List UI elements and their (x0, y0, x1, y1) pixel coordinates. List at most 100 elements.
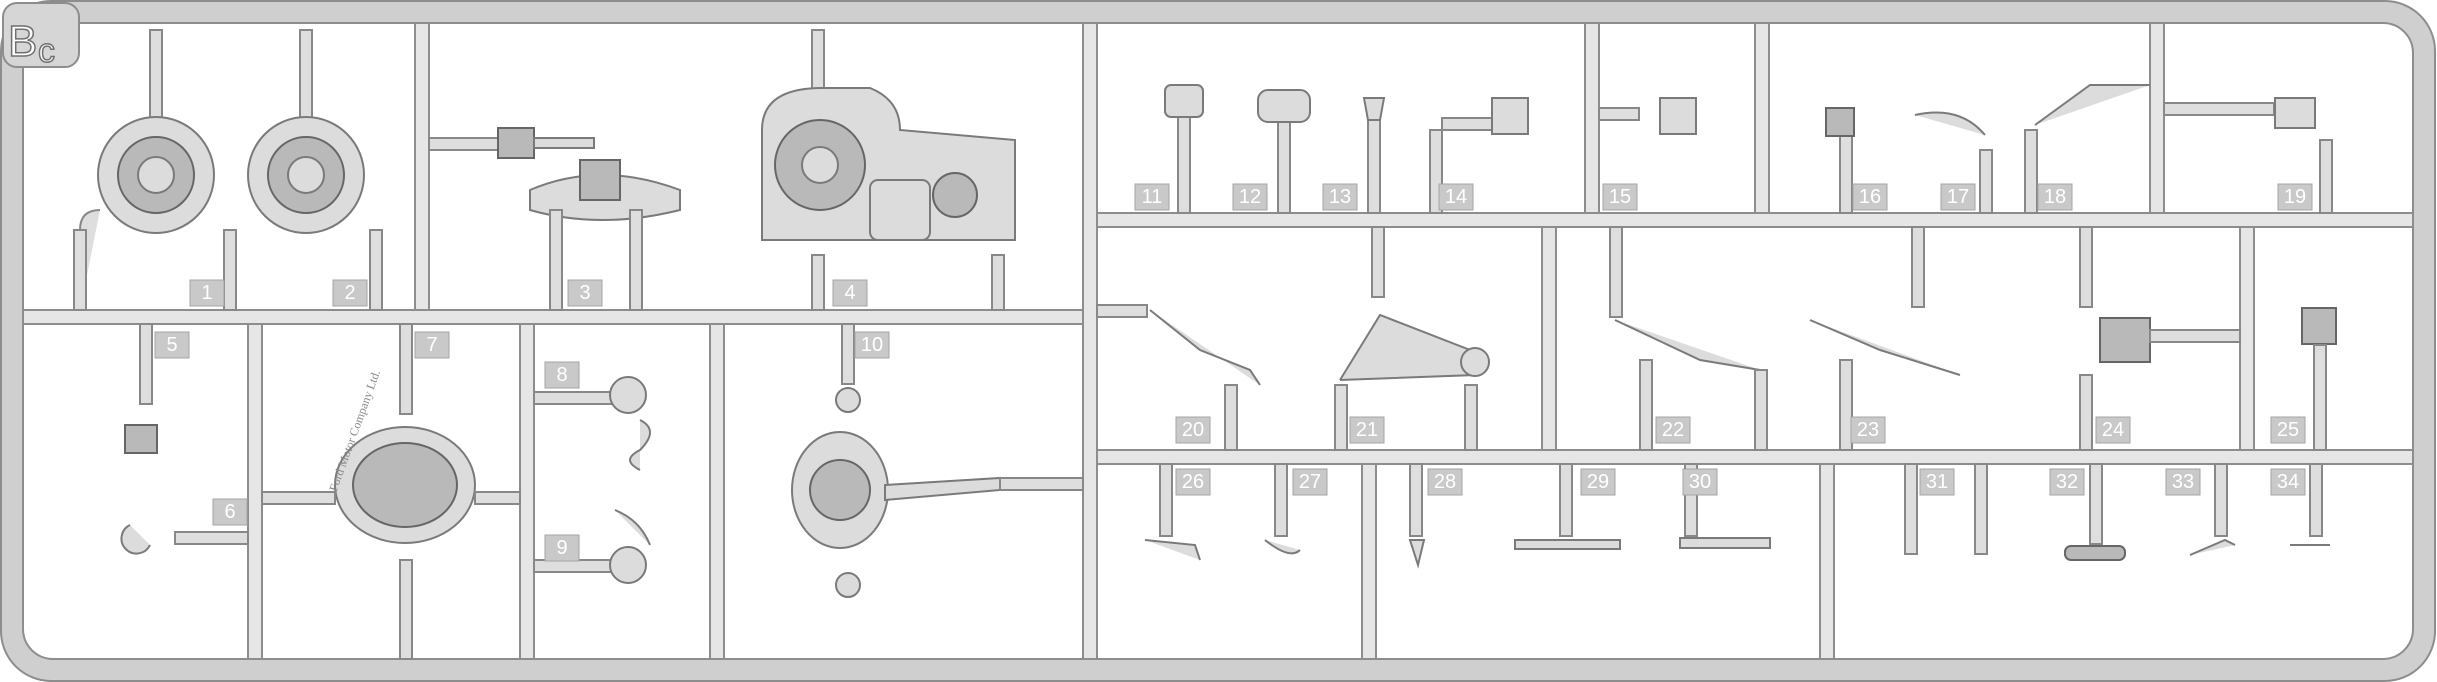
part-tag-box (332, 279, 368, 307)
part-tag-number: 14 (1445, 186, 1467, 208)
part-tag-box (1232, 183, 1268, 211)
part-tag-box (212, 498, 248, 526)
part-tag-box (189, 279, 225, 307)
part-tag-9: 9 (544, 534, 580, 562)
part-tag-box (1852, 183, 1888, 211)
part-tag-box (544, 534, 580, 562)
part-tag-number: 9 (556, 537, 567, 559)
part-tag-27: 27 (1292, 468, 1328, 496)
part-tag-19: 19 (2277, 183, 2313, 211)
part-tag-box (154, 331, 190, 359)
part-tag-number: 12 (1239, 186, 1261, 208)
part-tag-1: 1 (189, 279, 225, 307)
sprue-label: B c (2, 2, 80, 71)
part-tag-number: 21 (1356, 419, 1378, 441)
sprue-label-letter: B (8, 17, 37, 66)
part-tag-box (2037, 183, 2073, 211)
part-tag-3: 3 (567, 279, 603, 307)
part-8 (533, 376, 651, 471)
part-tag-box (1322, 183, 1358, 211)
part-6 (120, 524, 249, 555)
part-tag-number: 26 (1182, 471, 1204, 493)
part-tag-number: 1 (201, 282, 212, 304)
part-tag-number: 6 (224, 501, 235, 523)
part-tag-24: 24 (2095, 416, 2131, 444)
part-tag-33: 33 (2165, 468, 2201, 496)
parts-11-19-row (1164, 84, 2333, 214)
part-tag-18: 18 (2037, 183, 2073, 211)
part-tag-box (854, 331, 890, 359)
part-tag-box (2049, 468, 2085, 496)
part-tag-box (1580, 468, 1616, 496)
part-tag-box (2095, 416, 2131, 444)
part-tag-31: 31 (1919, 468, 1955, 496)
sprue-label-suffix: c (38, 32, 55, 70)
part-tag-box (2165, 468, 2201, 496)
part-tag-28: 28 (1427, 468, 1463, 496)
part-tag-number: 16 (1859, 186, 1881, 208)
part-tag-box (544, 361, 580, 389)
part-tag-number: 25 (2277, 419, 2299, 441)
part-tag-12: 12 (1232, 183, 1268, 211)
part-tag-number: 32 (2056, 471, 2078, 493)
part-tag-box (1175, 468, 1211, 496)
part-tag-number: 27 (1299, 471, 1321, 493)
part-tag-box (1850, 416, 1886, 444)
part-tag-17: 17 (1940, 183, 1976, 211)
part-tag-6: 6 (212, 498, 248, 526)
part-tag-34: 34 (2270, 468, 2306, 496)
part-tag-7: 7 (414, 331, 450, 359)
part-4-gearbox-housing (761, 29, 1016, 311)
part-tag-number: 15 (1609, 186, 1631, 208)
part-tag-8: 8 (544, 361, 580, 389)
part-tag-box (1919, 468, 1955, 496)
part-tag-box (1602, 183, 1638, 211)
part-tag-21: 21 (1349, 416, 1385, 444)
part-tag-number: 2 (344, 282, 355, 304)
part-tag-number: 18 (2044, 186, 2066, 208)
part-5 (124, 323, 158, 454)
part-tag-box (1349, 416, 1385, 444)
part-tag-number: 11 (1142, 186, 1163, 208)
part-tag-number: 30 (1689, 471, 1711, 493)
part-tag-box (1175, 416, 1211, 444)
part-7-nameplate (261, 323, 521, 660)
part-tag-32: 32 (2049, 468, 2085, 496)
part-tag-number: 13 (1329, 186, 1351, 208)
part-tag-number: 5 (166, 334, 177, 356)
runners (22, 22, 2414, 660)
part-tag-13: 13 (1322, 183, 1358, 211)
part-tag-number: 7 (426, 334, 437, 356)
part-tag-14: 14 (1438, 183, 1474, 211)
part-tag-box (832, 279, 868, 307)
part-tag-30: 30 (1682, 468, 1718, 496)
part-tag-number: 3 (579, 282, 590, 304)
part-tag-box (414, 331, 450, 359)
part-tag-number: 22 (1662, 419, 1684, 441)
part-3-carburettor (428, 127, 681, 311)
part-tag-number: 34 (2277, 471, 2299, 493)
part-tag-number: 8 (556, 364, 567, 386)
part-tag-box (2270, 416, 2306, 444)
part-tag-number: 19 (2284, 186, 2306, 208)
part-tag-10: 10 (854, 331, 890, 359)
part-tag-15: 15 (1602, 183, 1638, 211)
part-tag-number: 31 (1926, 471, 1948, 493)
part-tag-number: 28 (1434, 471, 1456, 493)
part-tag-5: 5 (154, 331, 190, 359)
part-tag-23: 23 (1850, 416, 1886, 444)
part-tag-number: 20 (1182, 419, 1204, 441)
part-tag-box (1438, 183, 1474, 211)
part-tag-number: 10 (861, 334, 883, 356)
part-tag-box (1682, 468, 1718, 496)
part-tag-4: 4 (832, 279, 868, 307)
part-tag-box (567, 279, 603, 307)
part-1-wheel-hub (73, 29, 237, 311)
parts-20-25-row (1096, 226, 2337, 451)
part-tag-number: 23 (1857, 419, 1879, 441)
part-tag-number: 29 (1587, 471, 1609, 493)
part-tag-box (2277, 183, 2313, 211)
